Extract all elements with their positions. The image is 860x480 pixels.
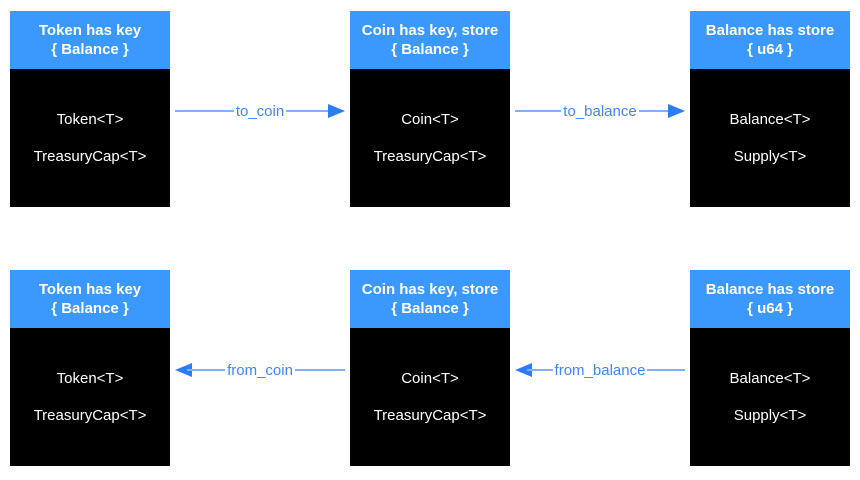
arrow-right-icon (668, 104, 685, 118)
from-coin-arrow: from_coin (175, 358, 345, 382)
struct-item: Token<T> (56, 111, 124, 128)
struct-item: Token<T> (56, 370, 124, 387)
box-title: Token has key (38, 22, 142, 39)
struct-item: Balance<T> (729, 111, 811, 128)
struct-item: TreasuryCap<T> (373, 407, 487, 424)
box-header: Token has key { Balance } (10, 11, 170, 69)
arrow-right-icon (328, 104, 345, 118)
arrow-left-icon (175, 363, 192, 377)
box-body: Token<T> TreasuryCap<T> (10, 69, 170, 207)
box-body: Coin<T> TreasuryCap<T> (350, 328, 510, 466)
struct-item: Coin<T> (401, 370, 459, 387)
box-body: Balance<T> Supply<T> (690, 69, 850, 207)
struct-item: TreasuryCap<T> (33, 407, 147, 424)
arrow-label: from_coin (225, 361, 295, 379)
box-body: Balance<T> Supply<T> (690, 328, 850, 466)
box-subtitle: { Balance } (391, 41, 469, 58)
box-subtitle: { Balance } (51, 41, 129, 58)
struct-item: TreasuryCap<T> (373, 148, 487, 165)
box-body: Coin<T> TreasuryCap<T> (350, 69, 510, 207)
box-subtitle: { u64 } (747, 300, 793, 317)
box-title: Coin has key, store (361, 281, 499, 298)
struct-item: Supply<T> (733, 148, 807, 165)
box-header: Balance has store { u64 } (690, 270, 850, 328)
coin-box-top: Coin has key, store { Balance } Coin<T> … (350, 11, 510, 207)
box-title: Balance has store (705, 281, 835, 298)
box-body: Token<T> TreasuryCap<T> (10, 328, 170, 466)
balance-box-top: Balance has store { u64 } Balance<T> Sup… (690, 11, 850, 207)
box-title: Token has key (38, 281, 142, 298)
from-balance-arrow: from_balance (515, 358, 685, 382)
coin-box-bottom: Coin has key, store { Balance } Coin<T> … (350, 270, 510, 466)
box-title: Coin has key, store (361, 22, 499, 39)
arrow-label: to_coin (233, 102, 287, 120)
box-header: Coin has key, store { Balance } (350, 270, 510, 328)
struct-item: Coin<T> (401, 111, 459, 128)
box-subtitle: { Balance } (391, 300, 469, 317)
box-subtitle: { u64 } (747, 41, 793, 58)
arrow-label: from_balance (552, 361, 648, 379)
struct-item: Supply<T> (733, 407, 807, 424)
box-header: Balance has store { u64 } (690, 11, 850, 69)
token-box-top: Token has key { Balance } Token<T> Treas… (10, 11, 170, 207)
arrow-left-icon (515, 363, 532, 377)
arrow-label: to_balance (561, 102, 639, 120)
struct-item: Balance<T> (729, 370, 811, 387)
box-title: Balance has store (705, 22, 835, 39)
box-header: Token has key { Balance } (10, 270, 170, 328)
box-header: Coin has key, store { Balance } (350, 11, 510, 69)
to-coin-arrow: to_coin (175, 99, 345, 123)
box-subtitle: { Balance } (51, 300, 129, 317)
token-box-bottom: Token has key { Balance } Token<T> Treas… (10, 270, 170, 466)
struct-item: TreasuryCap<T> (33, 148, 147, 165)
balance-box-bottom: Balance has store { u64 } Balance<T> Sup… (690, 270, 850, 466)
to-balance-arrow: to_balance (515, 99, 685, 123)
